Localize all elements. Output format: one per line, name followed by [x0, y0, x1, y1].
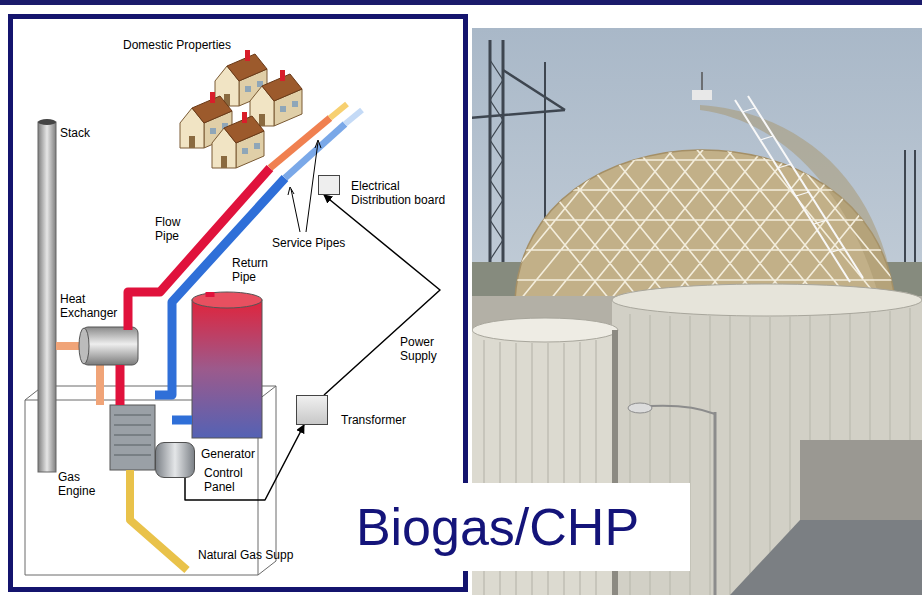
- stack-top: [38, 119, 56, 125]
- stair-rungs: [742, 108, 845, 252]
- part-label: Return Pipe: [232, 256, 277, 284]
- node-label: Generator: [201, 447, 255, 461]
- house: [250, 70, 302, 126]
- heat-exchanger: [82, 327, 138, 365]
- service-pipe-flow-end: [330, 104, 347, 118]
- return-pipe: [155, 178, 285, 420]
- dome-lattice: [472, 80, 922, 300]
- road: [730, 520, 922, 595]
- house: [212, 112, 264, 168]
- part-label: Gas Engine: [58, 470, 103, 498]
- part-label: Flow Pipe: [155, 215, 195, 243]
- heat-exchanger-end: [79, 328, 89, 364]
- flow-pipe: [120, 168, 270, 405]
- part-label: Service Pipes: [272, 236, 345, 250]
- digester-photo: [472, 28, 922, 595]
- power-line: [185, 425, 304, 500]
- part-label: Control Panel: [204, 466, 249, 494]
- storage-tank-top: [192, 292, 262, 308]
- transformer-box: Transformer: [296, 395, 328, 425]
- node-label: Electrical Distribution board: [351, 179, 457, 207]
- antenna: [701, 72, 703, 90]
- storage-tank: [192, 300, 262, 438]
- part-label: Domestic Properties: [123, 38, 231, 52]
- power-line: [324, 195, 440, 395]
- part-label: Stack: [60, 126, 90, 140]
- distribution-board: Electrical Distribution board: [318, 175, 340, 195]
- dome-hatch: [692, 90, 712, 100]
- service-pipe-return-end: [345, 110, 362, 124]
- engine-fins: [114, 415, 151, 455]
- gas-pipe: [130, 470, 187, 570]
- lamp-arm: [650, 406, 715, 414]
- line-label: Power Supply: [398, 335, 452, 363]
- part-label: Heat Exchanger: [60, 292, 130, 320]
- lamp-head: [628, 403, 652, 413]
- generator: Generator: [155, 442, 195, 478]
- left-tank-top: [472, 318, 618, 342]
- title-box: Biogas/CHP: [305, 483, 690, 571]
- node-label: Transformer: [341, 413, 406, 427]
- dome-shade: [700, 105, 895, 300]
- lamp-post: [714, 412, 717, 595]
- service-pipe-flow: [270, 118, 330, 168]
- engine-block: [110, 405, 155, 470]
- title-text: Biogas/CHP: [356, 497, 639, 557]
- top-bar: [0, 0, 922, 5]
- right-tank-top: [612, 284, 922, 316]
- stairs: [735, 96, 863, 282]
- leader-line: [291, 142, 318, 232]
- leader-head: [288, 140, 321, 195]
- part-label: Natural Gas Supp: [198, 548, 293, 562]
- stack: [38, 122, 56, 472]
